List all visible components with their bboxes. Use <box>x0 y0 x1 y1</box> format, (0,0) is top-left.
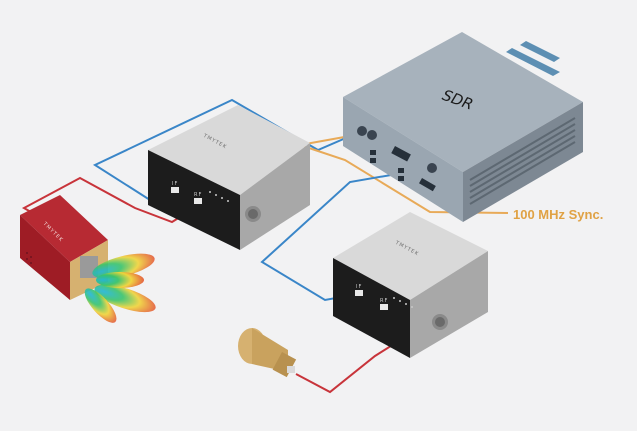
rf-port <box>380 304 388 310</box>
converter-top-side <box>240 143 310 250</box>
sdr-port <box>398 168 404 173</box>
sync-label: 100 MHz Sync. <box>513 207 604 222</box>
converter-top <box>148 105 310 250</box>
if-port <box>355 290 363 296</box>
horn-antenna <box>238 328 297 378</box>
sdr-port <box>398 176 404 181</box>
converter-bottom <box>333 212 488 358</box>
if-port <box>171 187 179 193</box>
status-leds <box>393 297 413 308</box>
converter-top-rf-label: RF <box>194 192 203 198</box>
sdr-fin <box>506 48 560 76</box>
horn-connector <box>287 366 295 373</box>
antenna-top <box>20 195 108 262</box>
beam-pattern <box>84 253 156 323</box>
antenna-vents <box>26 252 32 264</box>
sdr-sma-port <box>427 163 437 173</box>
fan-hub <box>435 317 445 327</box>
converter-bottom-if-label: IF <box>356 284 363 290</box>
converter-bottom-rf-label: RF <box>380 298 389 304</box>
sdr-vents <box>469 117 576 205</box>
sdr-connector <box>391 146 411 162</box>
sdr-unit <box>343 32 583 222</box>
converter-bottom-face <box>333 258 410 358</box>
horn-waveguide <box>272 352 297 378</box>
sdr-sma-port <box>357 126 367 136</box>
fan-hub <box>248 209 258 219</box>
converter-top-if-label: IF <box>172 181 179 187</box>
converter-bottom-lid <box>333 212 488 300</box>
status-leds <box>209 191 229 202</box>
sdr-connector <box>419 178 436 192</box>
converter-bottom-side <box>410 251 488 358</box>
sdr-fin <box>520 41 560 62</box>
rf-port <box>194 198 202 204</box>
sdr-sma-port <box>367 130 377 140</box>
antenna-front <box>20 215 70 300</box>
converter-top-lid <box>148 105 310 195</box>
antenna-module <box>20 195 108 300</box>
sdr-port <box>370 158 376 163</box>
sdr-port <box>370 150 376 155</box>
